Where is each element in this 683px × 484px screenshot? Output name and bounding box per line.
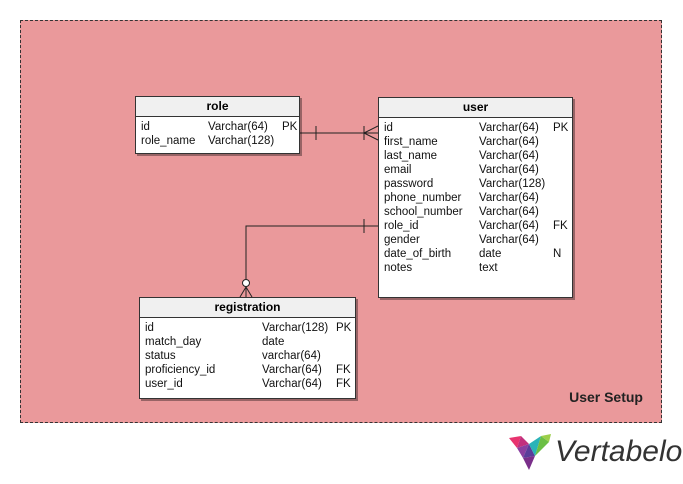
table-registration-header: registration (140, 298, 355, 318)
column-row[interactable]: password Varchar(128) (379, 177, 572, 191)
vertabelo-logo: Vertabelo (507, 432, 682, 476)
column-row[interactable]: gender Varchar(64) (379, 233, 572, 247)
column-name: proficiency_id (145, 364, 216, 376)
column-name: role_name (141, 135, 196, 147)
column-type: Varchar(64) (208, 121, 268, 133)
table-role-header: role (136, 97, 299, 117)
column-name: school_number (384, 206, 463, 218)
column-name: id (384, 122, 393, 134)
column-row[interactable]: proficiency_id Varchar(64) FK (140, 363, 355, 377)
table-role[interactable]: role id Varchar(64) PK role_name Varchar… (135, 96, 300, 154)
column-row[interactable]: first_name Varchar(64) (379, 135, 572, 149)
column-type: Varchar(64) (479, 150, 539, 162)
column-key: PK (282, 121, 298, 133)
column-key: FK (336, 364, 351, 376)
column-row[interactable]: email Varchar(64) (379, 163, 572, 177)
column-name: first_name (384, 136, 438, 148)
column-type: date (479, 248, 502, 260)
relationship-role-user[interactable] (300, 125, 379, 141)
column-name: last_name (384, 150, 438, 162)
column-name: user_id (145, 378, 183, 390)
column-key: PK (336, 322, 352, 334)
column-name: id (145, 322, 154, 334)
column-name: status (145, 350, 176, 362)
relationship-user-registration[interactable] (239, 219, 378, 298)
column-name: password (384, 178, 434, 190)
column-type: Varchar(64) (262, 378, 322, 390)
column-type: Varchar(128) (479, 178, 546, 190)
column-type: varchar(64) (262, 350, 321, 362)
column-type: Varchar(64) (479, 164, 539, 176)
column-name: email (384, 164, 412, 176)
column-name: role_id (384, 220, 419, 232)
column-row[interactable]: role_name Varchar(128) (136, 134, 299, 148)
column-key: FK (336, 378, 351, 390)
column-name: match_day (145, 336, 202, 348)
column-type: Varchar(64) (479, 122, 539, 134)
column-row[interactable]: id Varchar(128) PK (140, 321, 355, 335)
column-name: date_of_birth (384, 248, 452, 260)
column-name: notes (384, 262, 413, 274)
column-row[interactable]: role_id Varchar(64) FK (379, 219, 572, 233)
column-row[interactable]: notes text (379, 261, 572, 275)
column-key: PK (553, 122, 569, 134)
table-user-header: user (379, 98, 572, 118)
column-key: N (553, 248, 562, 260)
column-name: phone_number (384, 192, 462, 204)
column-row[interactable]: school_number Varchar(64) (379, 205, 572, 219)
column-row[interactable]: id Varchar(64) PK (136, 120, 299, 134)
column-type: Varchar(64) (479, 136, 539, 148)
column-type: Varchar(64) (479, 220, 539, 232)
subject-area-label: User Setup (569, 389, 643, 405)
vertabelo-logo-text: Vertabelo (555, 435, 683, 468)
column-type: text (479, 262, 498, 274)
column-type: Varchar(64) (479, 234, 539, 246)
column-type: Varchar(64) (479, 192, 539, 204)
column-type: Varchar(64) (262, 364, 322, 376)
column-row[interactable]: last_name Varchar(64) (379, 149, 572, 163)
vertabelo-logo-icon (509, 434, 551, 470)
column-row[interactable]: date_of_birth date N (379, 247, 572, 261)
column-row[interactable]: phone_number Varchar(64) (379, 191, 572, 205)
column-key: FK (553, 220, 568, 232)
column-name: id (141, 121, 150, 133)
column-row[interactable]: status varchar(64) (140, 349, 355, 363)
table-registration[interactable]: registration id Varchar(128) PK match_day d… (139, 297, 356, 399)
column-row[interactable]: id Varchar(64) PK (379, 121, 572, 135)
column-type: Varchar(64) (479, 206, 539, 218)
column-name: gender (384, 234, 420, 246)
column-type: date (262, 336, 285, 348)
column-type: Varchar(128) (262, 322, 329, 334)
column-row[interactable]: user_id Varchar(64) FK (140, 377, 355, 391)
column-type: Varchar(128) (208, 135, 275, 147)
column-row[interactable]: match_day date (140, 335, 355, 349)
